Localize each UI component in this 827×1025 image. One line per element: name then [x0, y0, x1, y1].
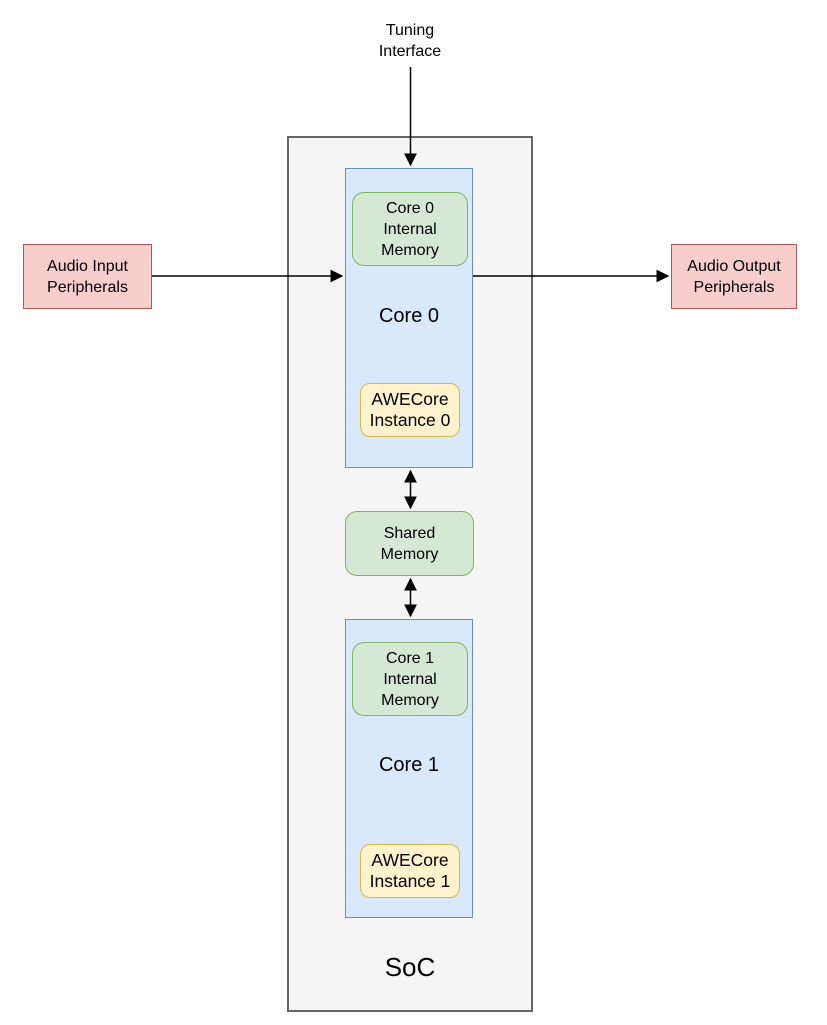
core1-internal-memory-label: Core 1 Internal Memory: [381, 649, 439, 709]
core0-internal-memory-box: Core 0 Internal Memory: [352, 192, 468, 266]
awecore-instance1-label: AWECore Instance 1: [369, 850, 451, 891]
core0-internal-memory-label: Core 0 Internal Memory: [381, 199, 439, 259]
awecore-instance1-box: AWECore Instance 1: [360, 844, 460, 898]
soc-label: SoC: [384, 952, 436, 982]
core1-box: Core 1 Internal Memory Core 1 AWECore In…: [345, 619, 473, 918]
audio-input-peripherals-label: Audio Input Peripherals: [47, 257, 128, 296]
awecore-instance0-label: AWECore Instance 0: [369, 389, 451, 430]
shared-memory-box: Shared Memory: [345, 511, 474, 576]
shared-memory-label: Shared Memory: [380, 524, 439, 563]
awecore-instance0-box: AWECore Instance 0: [360, 383, 460, 437]
audio-output-peripherals-box: Audio Output Peripherals: [671, 244, 797, 309]
core0-label: Core 0: [378, 305, 440, 327]
core1-internal-memory-box: Core 1 Internal Memory: [352, 642, 468, 716]
core1-label: Core 1: [378, 754, 440, 776]
tuning-interface-label-line1: Tuning: [385, 22, 435, 39]
audio-output-peripherals-label: Audio Output Peripherals: [687, 257, 781, 296]
tuning-interface-label-line2: Interface: [378, 43, 442, 60]
audio-input-peripherals-box: Audio Input Peripherals: [23, 244, 152, 309]
core0-box: Core 0 Internal Memory Core 0 AWECore In…: [345, 168, 473, 468]
tuning-interface-label: Tuning Interface: [330, 20, 490, 62]
